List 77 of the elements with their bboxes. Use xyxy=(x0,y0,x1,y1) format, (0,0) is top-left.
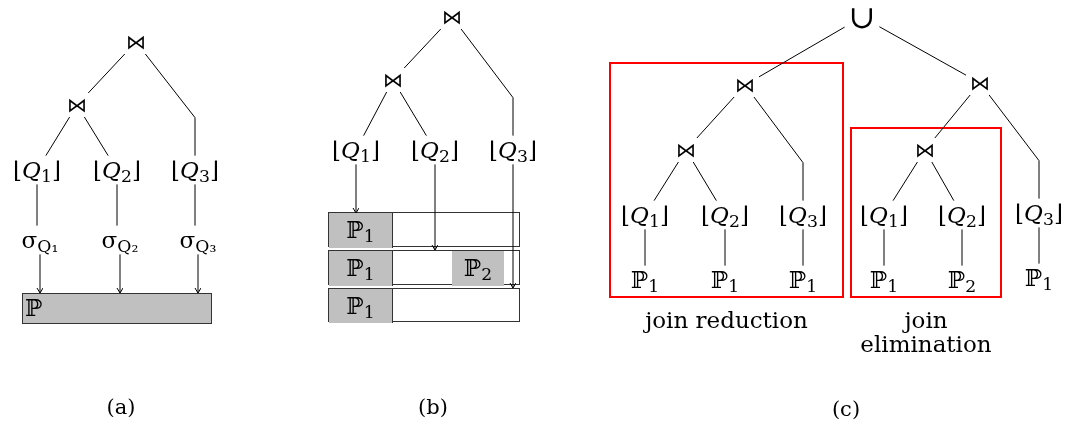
caption-text: join elimination xyxy=(859,308,993,357)
tree-line xyxy=(83,116,109,157)
query-label: ⌊Q$_{1}$⌋ xyxy=(858,200,910,230)
arrow xyxy=(116,253,124,294)
tree-line xyxy=(653,161,679,202)
partition-bar xyxy=(328,288,520,322)
panel-label: (b) xyxy=(418,394,448,422)
tree-line xyxy=(36,183,38,227)
arrow xyxy=(352,163,360,214)
tree-line xyxy=(363,91,388,137)
query-label: ⌊Q$_{3}$⌋ xyxy=(777,200,829,230)
tree-line xyxy=(753,96,804,202)
tree-line xyxy=(724,228,726,267)
query-label: ⌊Q$_{1}$⌋ xyxy=(619,200,671,230)
arrow xyxy=(509,163,517,289)
partition-cell: ℙ$_{1}$ xyxy=(329,213,393,248)
partition-cell: ℙ$_{1}$ xyxy=(329,289,393,323)
partition-bar xyxy=(328,212,520,247)
tree-line xyxy=(988,94,1040,200)
tree-line xyxy=(644,228,646,267)
panel-label: (a) xyxy=(106,394,136,422)
partition-cell: ℙ$_{2}$ xyxy=(452,251,504,286)
tree-line xyxy=(802,228,804,267)
join-operator: ⋈ xyxy=(966,71,994,95)
union-operator: ∪ xyxy=(844,1,880,33)
tree-line xyxy=(116,183,118,227)
tree-line xyxy=(403,28,442,69)
tree-line xyxy=(878,26,967,76)
partition-label: ℙ$_{1}$ xyxy=(867,265,901,295)
partition-label: ℙ$_{2}$ xyxy=(945,265,979,295)
tree-line xyxy=(883,228,885,267)
query-label: ⌊Q$_{1}$⌋ xyxy=(330,135,382,165)
tree-line xyxy=(460,28,514,137)
partition-label: ℙ$_{1}$ xyxy=(708,265,742,295)
arrow xyxy=(194,253,202,294)
tree-line xyxy=(399,91,427,137)
query-label: ⌊Q$_{1}$⌋ xyxy=(11,155,63,185)
partition-cell: ℙ$_{1}$ xyxy=(329,251,393,286)
arrow xyxy=(431,163,439,251)
join-operator: ⋈ xyxy=(63,93,91,117)
join-operator: ⋈ xyxy=(731,73,759,97)
partition-label: ℙ$_{1}$ xyxy=(786,265,820,295)
join-operator: ⋈ xyxy=(379,68,407,92)
selection-label: σ$_{Q₁}$ xyxy=(19,225,61,255)
join-operator: ⋈ xyxy=(438,5,466,29)
join-operator: ⋈ xyxy=(911,138,939,162)
tree-line xyxy=(696,96,735,139)
tree-line xyxy=(892,161,918,202)
query-label: ⌊Q$_{3}$⌋ xyxy=(487,135,539,165)
join-operator: ⋈ xyxy=(122,30,150,54)
tree-line xyxy=(1038,226,1040,265)
tree-line xyxy=(87,53,126,94)
partition-label: ℙ xyxy=(25,294,43,323)
partition-label: ℙ$_{1}$ xyxy=(1022,263,1056,293)
query-label: ⌊Q$_{2}$⌋ xyxy=(936,200,988,230)
selection-label: σ$_{Q₂}$ xyxy=(99,225,141,255)
tree-line xyxy=(45,116,71,157)
arrow xyxy=(36,253,44,294)
caption-text: join reduction xyxy=(645,308,808,333)
tree-line xyxy=(194,183,196,227)
tree-line xyxy=(961,228,963,267)
partition-bar xyxy=(22,293,212,324)
partition-bar xyxy=(328,250,520,285)
query-label: ⌊Q$_{2}$⌋ xyxy=(699,200,751,230)
tree-line xyxy=(758,26,846,78)
tree-line xyxy=(692,161,717,202)
tree-line xyxy=(931,161,955,202)
tree-line xyxy=(934,94,971,139)
join-operator: ⋈ xyxy=(672,138,700,162)
panel-label: (c) xyxy=(831,396,861,424)
tree-line xyxy=(144,53,196,157)
query-label: ⌊Q$_{3}$⌋ xyxy=(169,155,221,185)
partition-label: ℙ$_{1}$ xyxy=(628,265,662,295)
query-label: ⌊Q$_{2}$⌋ xyxy=(91,155,143,185)
query-label: ⌊Q$_{3}$⌋ xyxy=(1013,198,1065,228)
query-label: ⌊Q$_{2}$⌋ xyxy=(409,135,461,165)
selection-label: σ$_{Q₃}$ xyxy=(177,225,219,255)
